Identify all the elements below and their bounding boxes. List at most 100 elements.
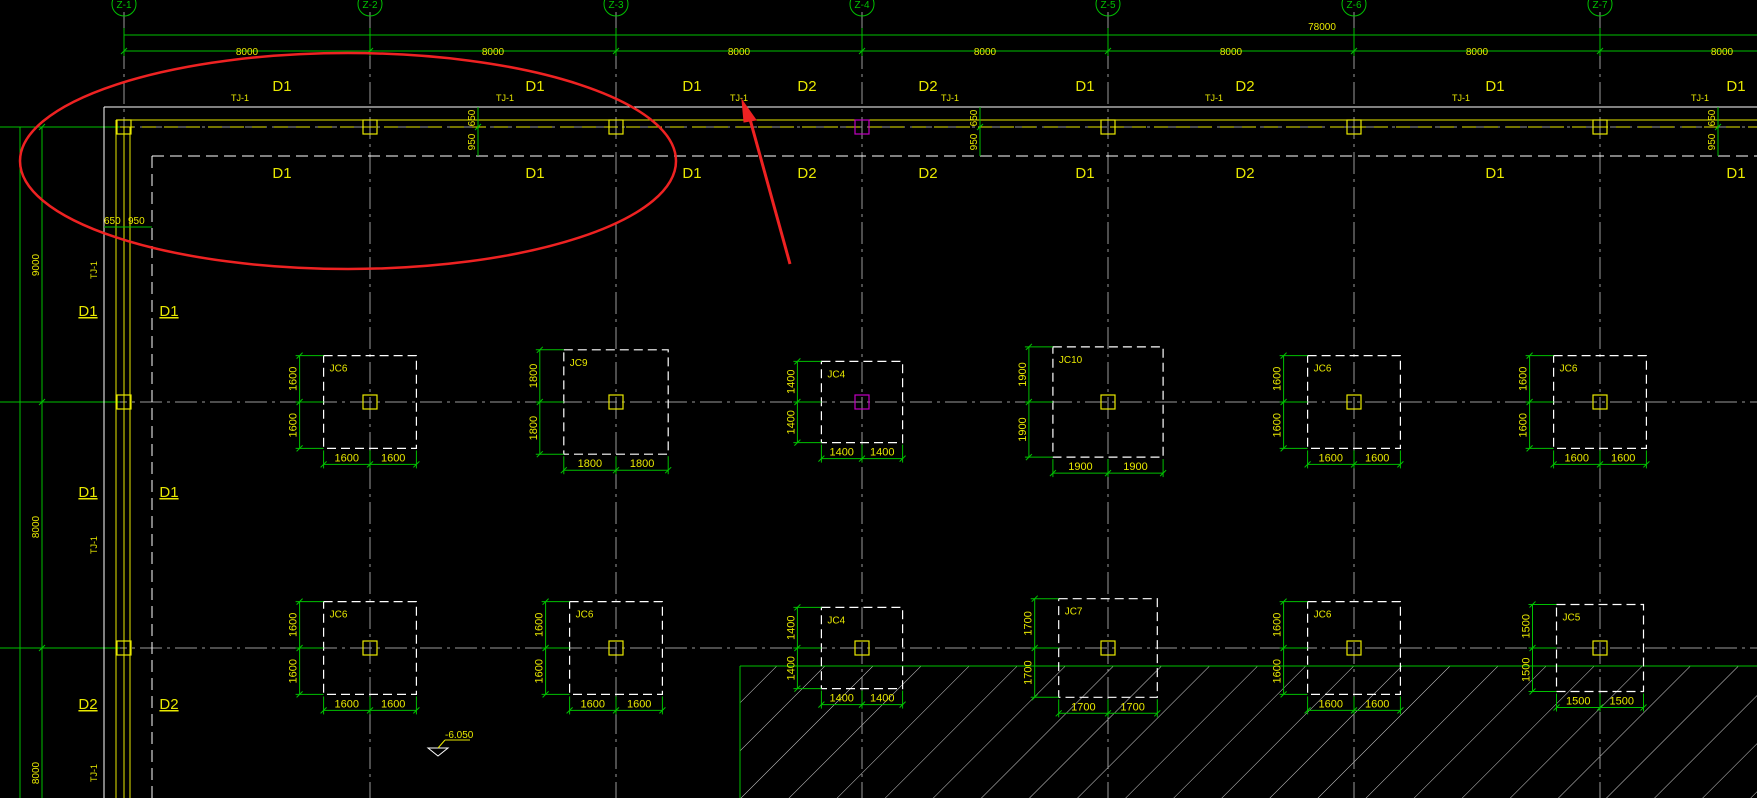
dimension-tick — [1714, 123, 1722, 131]
column-marker — [1346, 119, 1362, 135]
footing-column — [1100, 394, 1116, 410]
corner-dimension-text: 950 — [128, 216, 145, 227]
beam-label: TJ-1 — [1205, 93, 1223, 103]
column-marker — [608, 119, 624, 135]
footing-column — [362, 394, 378, 410]
footing-column — [1346, 640, 1362, 656]
footing-dimension-text: 1900 — [1068, 461, 1092, 473]
footing-dimension-text: 1600 — [288, 613, 300, 637]
axis-bubble — [603, 0, 629, 17]
footing-dimension-text: 1400 — [870, 447, 894, 459]
axis-label: Z-7 — [1593, 0, 1608, 11]
footing-column — [1592, 394, 1608, 410]
wall-label: D1 — [1075, 78, 1094, 95]
footing-dimension-text: 1400 — [829, 447, 853, 459]
footing-label: JC7 — [1065, 607, 1083, 618]
wall-label: D2 — [1235, 78, 1254, 95]
footing-column — [854, 394, 870, 410]
axis-label: Z-1 — [117, 0, 132, 11]
beam-label: TJ-1 — [89, 261, 99, 279]
wall-label: D1 — [525, 165, 544, 182]
footing-dimension-text: 1400 — [870, 693, 894, 705]
hatched-zone — [740, 666, 1757, 798]
footing-dimension-text: 1700 — [1023, 611, 1035, 635]
footing-label: JC9 — [570, 358, 588, 369]
footing-dimension-text: 1800 — [578, 458, 602, 470]
beam-label: TJ-1 — [496, 93, 514, 103]
footing-dimension-text: 1600 — [1272, 659, 1284, 683]
highlight-arrow-head — [741, 98, 757, 123]
beam-label: TJ-1 — [941, 93, 959, 103]
footing-dimension-text: 1600 — [381, 452, 405, 464]
axis-bubble — [357, 0, 383, 17]
footing-dimension-text: 1600 — [288, 367, 300, 391]
footing-dimension-text: 1600 — [627, 698, 651, 710]
footing-dimension-text: 1600 — [1565, 452, 1589, 464]
wall-label: D1 — [682, 165, 701, 182]
wall-label: D1 — [1075, 165, 1094, 182]
footing-column — [608, 394, 624, 410]
footing-dimension-text: 1900 — [1017, 417, 1029, 441]
left-dimension-text: 8000 — [31, 515, 42, 538]
footing-outline — [1555, 603, 1645, 693]
footing-label: JC4 — [827, 615, 845, 626]
wall-label: D2 — [1235, 165, 1254, 182]
footing-label: JC5 — [1563, 613, 1581, 624]
bay-dimension-text: 8000 — [728, 47, 751, 58]
footing-dimension-text: 1600 — [288, 413, 300, 437]
beam-label: TJ-1 — [730, 93, 748, 103]
footing-label: JC10 — [1059, 355, 1083, 366]
footing-dimension-text: 1500 — [1521, 658, 1533, 682]
footing-label: JC6 — [330, 610, 348, 621]
footing-outline — [1058, 598, 1158, 698]
wall-label: D1 — [78, 303, 97, 320]
elevation-text: -6.050 — [445, 730, 474, 741]
footing-dimension-text: 1600 — [1272, 413, 1284, 437]
wall-label: D1 — [272, 78, 291, 95]
wall-label: D2 — [918, 165, 937, 182]
beam-label: TJ-1 — [231, 93, 249, 103]
dimension-tick — [976, 123, 984, 131]
footing-dimension-text: 1600 — [1365, 698, 1389, 710]
elevation-leader — [437, 739, 446, 749]
footing-column — [608, 640, 624, 656]
footing-dimension-text: 1500 — [1521, 614, 1533, 638]
footing-dimension-text: 1700 — [1120, 701, 1144, 713]
wall-dimension-text: 950 — [969, 133, 980, 150]
wall-label: D1 — [682, 78, 701, 95]
column-marker — [362, 119, 378, 135]
wall-dimension-text: 650 — [1707, 109, 1718, 126]
footing-column — [1592, 640, 1608, 656]
footing-dimension-text: 1900 — [1123, 461, 1147, 473]
footing-dimension-text: 1600 — [1319, 698, 1343, 710]
footing-label: JC6 — [1314, 364, 1332, 375]
axis-bubble — [1095, 0, 1121, 17]
footing-dimension-text: 1600 — [335, 698, 359, 710]
wall-label: D2 — [78, 696, 97, 713]
wall-label: D1 — [1726, 165, 1745, 182]
highlight-ellipse — [18, 51, 678, 271]
bay-dimension-text: 8000 — [1466, 47, 1489, 58]
wall-label: D2 — [797, 165, 816, 182]
axis-bubble — [1341, 0, 1367, 17]
footing-dimension-text: 1600 — [1272, 367, 1284, 391]
wall-label: D1 — [1485, 165, 1504, 182]
axis-label: Z-2 — [363, 0, 378, 11]
footing-column — [1100, 640, 1116, 656]
axis-bubble — [111, 0, 137, 17]
footing-dimension-text: 1600 — [1319, 452, 1343, 464]
footing-dimension-text: 1400 — [785, 369, 797, 393]
footing-label: JC6 — [576, 610, 594, 621]
column-marker — [1592, 119, 1608, 135]
footing-dimension-text: 1600 — [1518, 367, 1530, 391]
footing-column — [1346, 394, 1362, 410]
footing-dimension-text: 1600 — [1365, 452, 1389, 464]
wall-dimension-text: 950 — [1707, 133, 1718, 150]
footing-dimension-text: 1400 — [785, 615, 797, 639]
footing-label: JC6 — [1560, 364, 1578, 375]
beam-label: TJ-1 — [89, 764, 99, 782]
footing-label: JC6 — [330, 364, 348, 375]
wall-label: D1 — [159, 484, 178, 501]
